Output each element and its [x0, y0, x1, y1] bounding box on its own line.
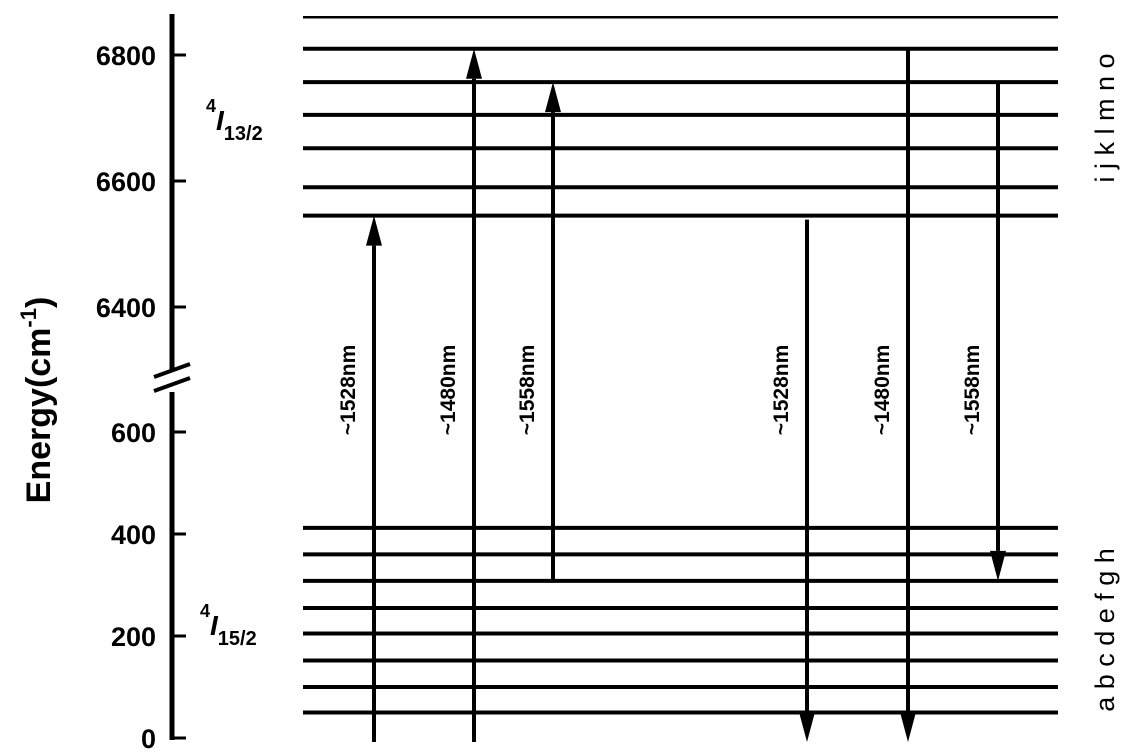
transition-emission-5: ~1558nm	[961, 82, 1006, 581]
upper-level-letters: i j k l m n o	[1090, 53, 1120, 182]
lower-manifold-letter: I	[210, 610, 219, 641]
axis-tick-label-200: 200	[111, 622, 156, 652]
transition-label-3: ~1528nm	[770, 345, 793, 435]
axis-tick-label-6600: 6600	[96, 167, 156, 197]
upper-manifold-label: 4I13/2	[206, 96, 263, 145]
transition-arrowhead-0	[366, 215, 382, 246]
transition-label-2: ~1558nm	[516, 345, 539, 435]
axis-tick-labels: 6800 6600 6400 600 400 200 0	[96, 41, 186, 754]
lower-manifold-sub: 15/2	[218, 628, 257, 650]
upper-manifold-letter: I	[216, 105, 225, 136]
axis-tick-label-400: 400	[111, 520, 156, 550]
lower-level-letters: a b c d e f g h	[1090, 548, 1120, 712]
lower-manifold-label: 4I15/2	[200, 601, 257, 650]
axis-title-main: Energy(cm	[20, 328, 58, 504]
transition-emission-4: ~1480nm	[871, 48, 916, 742]
transition-label-4: ~1480nm	[871, 345, 894, 435]
transition-absorption-2: ~1558nm	[516, 82, 561, 581]
axis-tick-label-6800: 6800	[96, 41, 156, 71]
transition-label-0: ~1528nm	[337, 345, 360, 435]
transition-absorption-0: ~1528nm	[337, 215, 382, 742]
axis-title-close: )	[20, 297, 58, 308]
axis-tick-label-6400: 6400	[96, 293, 156, 323]
energy-levels	[303, 15, 1058, 715]
axis-title: Energy(cm-1)	[16, 297, 58, 504]
transition-label-1: ~1480nm	[437, 345, 460, 435]
transition-arrows: ~1528nm ~1480nm ~1558nm ~1528nm ~1480nm ~1558…	[337, 48, 1006, 742]
axis-tick-label-0: 0	[141, 724, 156, 754]
transition-arrowhead-2	[545, 82, 561, 113]
transition-arrowhead-4	[900, 712, 916, 742]
transition-arrowhead-1	[466, 48, 482, 79]
upper-manifold-sub: 13/2	[224, 123, 263, 145]
lower-manifold-sup: 4	[200, 601, 210, 621]
upper-manifold-sup: 4	[206, 96, 216, 116]
transition-arrowhead-3	[799, 712, 815, 742]
axis-break-marks	[153, 362, 191, 393]
transition-label-5: ~1558nm	[961, 345, 984, 435]
axis-tick-label-600: 600	[111, 418, 156, 448]
transition-emission-3: ~1528nm	[770, 219, 815, 742]
transition-absorption-1: ~1480nm	[437, 48, 482, 742]
axis-title-superscript: -1	[16, 308, 41, 328]
transition-arrowhead-5	[990, 550, 1006, 581]
